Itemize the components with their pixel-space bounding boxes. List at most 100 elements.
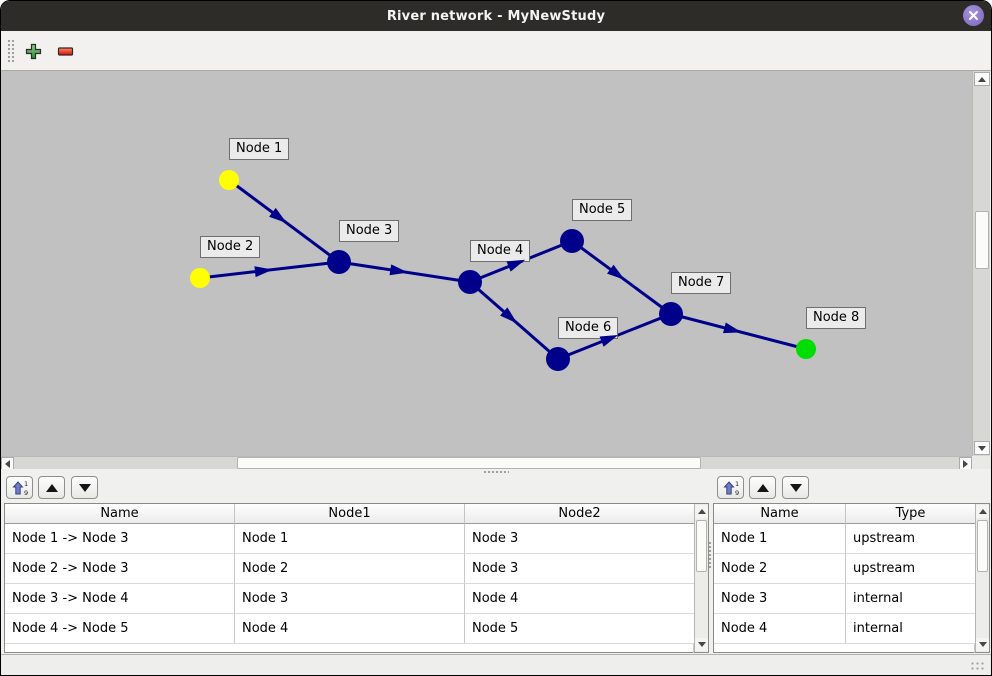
scroll-down-button[interactable] <box>974 441 990 455</box>
node-label[interactable]: Node 2 <box>200 236 261 258</box>
network-node[interactable] <box>219 170 239 190</box>
edge-arrowhead-icon <box>389 264 409 276</box>
table-cell[interactable]: Node 1 <box>235 524 465 554</box>
window-resize-grip[interactable] <box>970 661 986 672</box>
table-cell[interactable]: Node 5 <box>465 614 695 644</box>
node-label[interactable]: Node 5 <box>572 199 633 221</box>
vertical-scroll-thumb[interactable] <box>975 211 989 269</box>
table-cell[interactable]: Node 1 -> Node 3 <box>5 524 235 554</box>
table-cell[interactable]: Node 2 <box>714 554 846 584</box>
remove-button[interactable] <box>53 39 77 63</box>
network-node[interactable] <box>546 347 570 371</box>
triangle-right-icon <box>963 459 968 468</box>
node-label[interactable]: Node 7 <box>671 272 732 294</box>
toolbar-grip[interactable] <box>7 39 15 63</box>
table-cell[interactable]: Node 3 -> Node 4 <box>5 584 235 614</box>
table-cell[interactable]: Node 4 -> Node 5 <box>5 614 235 644</box>
network-node[interactable] <box>659 302 683 326</box>
column-header[interactable]: Node1 <box>235 504 465 524</box>
column-header[interactable]: Name <box>714 504 846 524</box>
node-label[interactable]: Node 3 <box>339 220 400 242</box>
table-cell[interactable]: upstream <box>846 554 976 584</box>
table-cell[interactable]: Node 3 <box>235 584 465 614</box>
plus-icon <box>25 43 41 59</box>
node-label[interactable]: Node 1 <box>229 138 290 160</box>
table-cell[interactable]: Node 2 <box>235 554 465 584</box>
triangle-up-icon <box>697 509 706 514</box>
column-header[interactable]: Type <box>846 504 976 524</box>
network-node[interactable] <box>560 229 584 253</box>
table-cell[interactable]: Node 3 <box>465 554 695 584</box>
svg-text:1: 1 <box>735 480 739 488</box>
links-sort-button[interactable]: 1 9 <box>6 476 33 499</box>
edge-arrowhead-icon <box>269 207 287 224</box>
empty-row <box>5 644 694 653</box>
table-cell[interactable]: internal <box>846 614 976 644</box>
minus-icon <box>57 46 73 56</box>
sort-ascending-icon: 1 9 <box>722 480 739 496</box>
links-move-up-button[interactable] <box>38 476 65 499</box>
table-cell[interactable]: Node 4 <box>714 614 846 644</box>
triangle-down-icon <box>78 483 91 492</box>
table-cell[interactable]: Node 2 -> Node 3 <box>5 554 235 584</box>
network-node[interactable] <box>796 339 816 359</box>
triangle-up-icon <box>978 509 987 514</box>
column-header[interactable]: Node2 <box>465 504 695 524</box>
node-label[interactable]: Node 8 <box>806 307 867 329</box>
scroll-up-button[interactable] <box>976 505 989 518</box>
nodes-table-scrollbar[interactable] <box>975 504 989 652</box>
table-cell[interactable]: Node 1 <box>714 524 846 554</box>
titlebar[interactable]: River network - MyNewStudy <box>1 1 991 31</box>
scroll-up-button[interactable] <box>695 505 708 518</box>
main-toolbar <box>1 31 991 71</box>
table-cell[interactable]: Node 4 <box>465 584 695 614</box>
table-scroll-thumb[interactable] <box>696 520 707 572</box>
links-table-scrollbar[interactable] <box>694 504 708 652</box>
triangle-up-icon <box>756 483 769 492</box>
status-bar <box>1 654 991 675</box>
table-cell[interactable]: internal <box>846 584 976 614</box>
network-node[interactable] <box>327 250 351 274</box>
vertical-splitter-grip[interactable] <box>708 541 714 569</box>
horizontal-scroll-thumb[interactable] <box>237 457 701 469</box>
close-button[interactable] <box>963 5 984 26</box>
table-cell[interactable]: Node 3 <box>465 524 695 554</box>
nodes-move-up-button[interactable] <box>749 476 776 499</box>
column-header[interactable]: Name <box>5 504 235 524</box>
node-label[interactable]: Node 4 <box>470 240 531 262</box>
close-icon <box>969 11 978 20</box>
empty-row <box>714 644 975 653</box>
scroll-down-button[interactable] <box>976 638 989 651</box>
nodes-move-down-button[interactable] <box>782 476 809 499</box>
table-cell[interactable]: upstream <box>846 524 976 554</box>
table-cell[interactable]: Node 4 <box>235 614 465 644</box>
nodes-sort-button[interactable]: 1 9 <box>717 476 744 499</box>
table-scroll-thumb[interactable] <box>977 520 988 572</box>
horizontal-splitter[interactable] <box>1 469 991 474</box>
canvas-vertical-scrollbar[interactable] <box>972 71 990 456</box>
scroll-down-button[interactable] <box>695 638 708 651</box>
add-button[interactable] <box>21 39 45 63</box>
network-canvas[interactable]: Node 1 Node 2 Node 3 Node 4 Node 5 Node 6 Node… <box>1 71 972 456</box>
svg-text:9: 9 <box>24 489 28 496</box>
table-cell[interactable]: Node 3 <box>714 584 846 614</box>
scroll-up-button[interactable] <box>974 72 990 86</box>
triangle-down-icon <box>697 642 706 647</box>
network-node[interactable] <box>458 270 482 294</box>
canvas-horizontal-scrollbar[interactable] <box>1 456 972 470</box>
links-move-down-button[interactable] <box>71 476 98 499</box>
node-label[interactable]: Node 6 <box>558 317 619 339</box>
network-node[interactable] <box>190 268 210 288</box>
triangle-left-icon <box>5 459 10 468</box>
